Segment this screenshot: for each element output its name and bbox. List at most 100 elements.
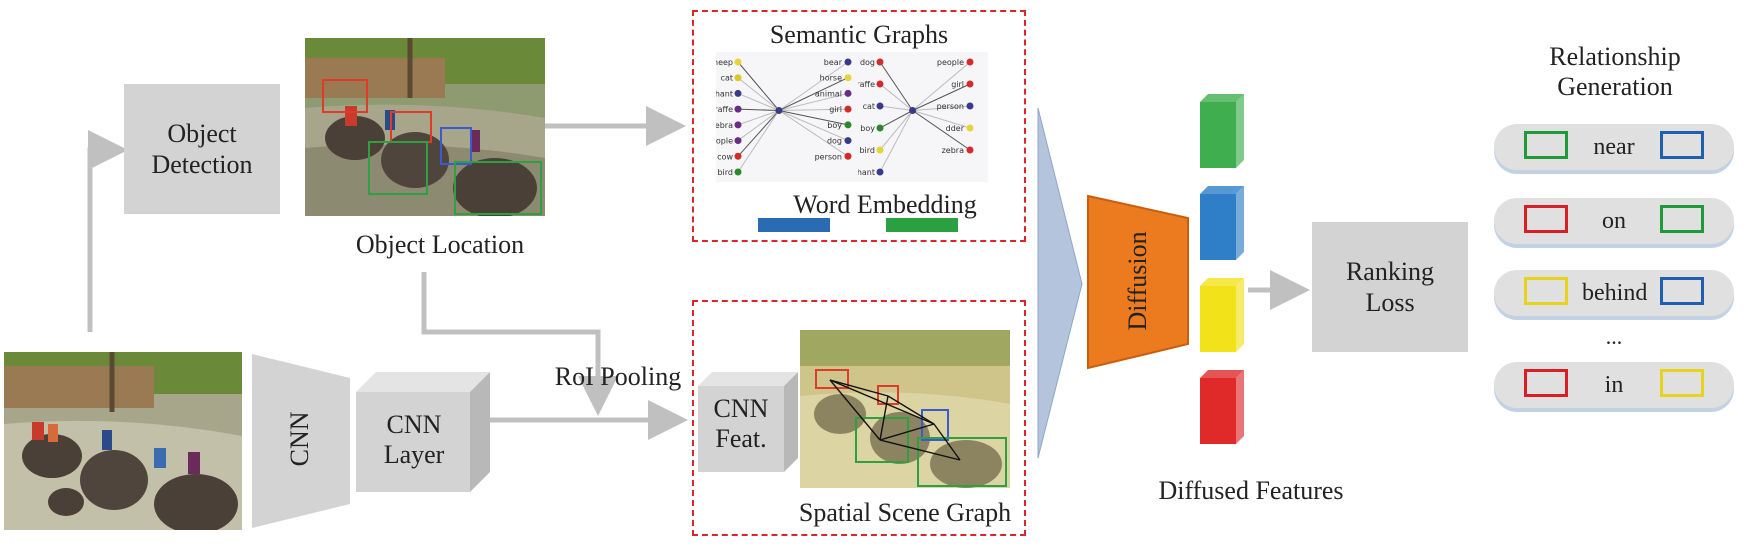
object-location-label: Object Location [355, 230, 525, 259]
diffused-feature-stack [1200, 94, 1250, 454]
semantic-graph-left-edge [778, 108, 849, 111]
ranking-loss-label: Ranking Loss [1345, 256, 1435, 317]
object-detection-box: Object Detection [124, 84, 280, 214]
semantic-graph-left-edge [778, 77, 849, 111]
roi-pooling-label: RoI Pooling [554, 362, 682, 391]
spatial-graph-panel [692, 300, 1026, 536]
semantic-graph-right-node [876, 80, 884, 88]
embedding-bar-green [886, 218, 958, 232]
semantic-graph-right: dogpeoplegiraffegirlcatpersonboydderbird… [858, 52, 988, 182]
semantic-graph-right-node-label: dder [946, 124, 965, 133]
semantic-graph-left-node-label: dog [827, 137, 842, 146]
semantic-graph-left-edge [778, 61, 849, 111]
semantic-graph-left-node-label: people [716, 137, 733, 146]
semantic-graph-right-node [876, 168, 884, 176]
spatial-scene-photo [800, 330, 1010, 488]
subject-box [1524, 277, 1568, 305]
semantic-graph-left-node-label: boy [827, 121, 842, 130]
semantic-graph-right-node-label: boy [860, 124, 875, 133]
semantic-graph-left-node [844, 121, 852, 129]
semantic-graph-left-edge [778, 92, 849, 111]
semantic-graph-left-edge [737, 110, 780, 126]
semantic-graph-right-edge [879, 105, 913, 111]
object-location-photo [305, 38, 545, 216]
semantic-graph-left-node-label: cow [717, 152, 733, 161]
word-embedding-label: Word Embedding [793, 190, 977, 219]
diffusion-label: Diffusion [1123, 231, 1153, 331]
semantic-graph-right-node-label: elephant [858, 168, 875, 177]
semantic-graph-right-node-label: giraffe [858, 80, 875, 89]
arrow-image-to-detection [87, 130, 128, 332]
relation-label: behind [1582, 280, 1648, 306]
semantic-graph-left-hub-node [775, 107, 783, 114]
semantic-graph-left-node [734, 89, 742, 97]
semantic-graph-left-node [844, 74, 852, 82]
semantic-graph-left-node-label: cat [721, 74, 733, 83]
merge-funnel [1037, 107, 1083, 459]
semantic-graph-left-node [734, 74, 742, 82]
semantic-graph-left-edge [737, 108, 780, 111]
semantic-graph-left-node-label: giraffe [716, 105, 733, 114]
semantic-graph-left-edge [737, 61, 780, 111]
semantic-graph-left-node [734, 58, 742, 66]
semantic-graph-left-node [844, 58, 852, 66]
semantic-graph-right-edge [912, 61, 971, 111]
semantic-graph-right-edge [912, 105, 971, 111]
semantic-graph-right-node [876, 124, 884, 132]
relationship-pill-behind: behind [1494, 270, 1734, 316]
spatial-scene-graph-label: Spatial Scene Graph [798, 498, 1012, 527]
semantic-graph-right-node [966, 58, 974, 66]
relation-label: in [1604, 372, 1624, 398]
semantic-graph-left-node [844, 89, 852, 97]
feature-cube [1200, 278, 1244, 352]
semantic-graph-right-node-label: bird [859, 146, 875, 155]
semantic-graph-right-background [858, 52, 988, 182]
relation-label: on [1602, 208, 1626, 234]
river-scene-image [305, 38, 545, 216]
semantic-graph-right-edge [879, 83, 913, 111]
semantic-graph-right-edge [912, 110, 971, 151]
cnn-layer-cube [356, 372, 490, 492]
semantic-graph-left-node-label: bear [824, 58, 843, 67]
input-river-scene [4, 352, 242, 530]
cnn-layer-label: CNN Layer [383, 410, 445, 469]
semantic-graph-right-node [876, 146, 884, 154]
semantic-graph-left-node-label: elephant [716, 89, 733, 98]
semantic-graph-right-node [966, 102, 974, 110]
semantic-graph-left-edge [778, 110, 849, 126]
semantic-graph-left-node [734, 152, 742, 160]
object-box [1660, 369, 1704, 397]
semantic-graph-left-edge [737, 77, 780, 111]
semantic-graph-left-node-label: zebra [716, 121, 733, 130]
semantic-graph-left-node-label: horse [820, 74, 842, 83]
semantic-graph-right-hub-node [909, 107, 917, 114]
semantic-graph-right-node-label: cat [863, 102, 875, 111]
diffused-features-label: Diffused Features [1158, 476, 1344, 505]
object-detection-label: Object Detection [151, 118, 253, 179]
input-image [4, 352, 242, 530]
semantic-graph-left-node [844, 152, 852, 160]
semantic-graph-left-edge [737, 110, 780, 141]
object-box [1660, 205, 1704, 233]
cnn-trapezoid [252, 354, 350, 528]
relation-label: near [1593, 134, 1635, 160]
arrow-location-to-roi [421, 272, 618, 416]
semantic-graph-right-edge [912, 83, 971, 111]
diffusion-trapezoid [1087, 194, 1189, 370]
semantic-graph-right-node-label: person [937, 102, 964, 111]
semantic-graph-left-node [734, 121, 742, 129]
relationship-pill-in: in [1494, 362, 1734, 408]
semantic-graph-right-node [966, 146, 974, 154]
semantic-graphs-panel [692, 10, 1026, 242]
semantic-graph-left-node-label: bird [717, 168, 733, 177]
semantic-graph-left-node [734, 168, 742, 176]
semantic-graph-left-node [734, 137, 742, 145]
semantic-graph-right-node [876, 102, 884, 110]
semantic-graph-left-node [844, 105, 852, 113]
semantic-graph-left-node [844, 137, 852, 145]
semantic-graph-right-node [876, 58, 884, 66]
semantic-graph-left-node-label: girl [829, 105, 842, 114]
